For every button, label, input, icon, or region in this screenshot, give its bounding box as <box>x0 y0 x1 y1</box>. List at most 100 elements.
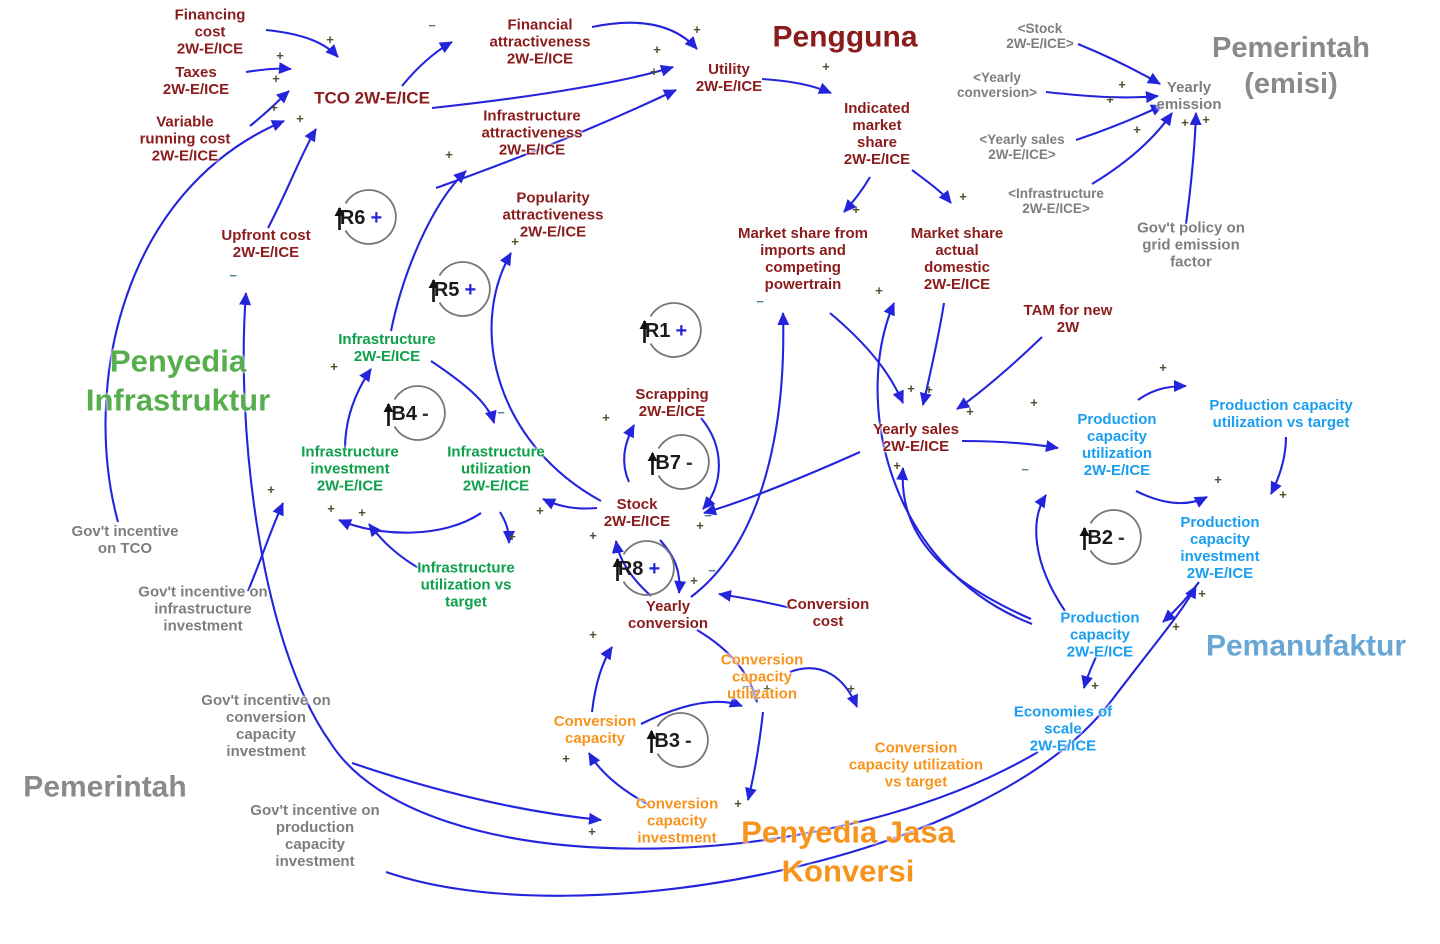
loop-marker-R8: R8+ <box>612 540 675 596</box>
polarity-sign-production-capacity-to-economies-of-scale: + <box>1091 678 1099 693</box>
polarity-sign-financing-cost-to-tco: + <box>326 32 334 47</box>
loop-label-R1: R1+ <box>645 320 687 342</box>
loop-marker-B7: B7- <box>647 434 710 490</box>
edge-indicated-market-share-to-market-share-imports <box>843 176 871 213</box>
edge-conversion-capacity-to-conversion-capacity-utilization <box>640 696 743 725</box>
edge-market-share-imports-to-yearly-sales <box>829 312 904 404</box>
edge-shadow-yearly-conversion-to-yearly-emission <box>1045 90 1159 104</box>
edge-infrastructure-investment-to-infrastructure <box>343 368 372 450</box>
polarity-sign-shadow-yearly-conversion-to-yearly-emission: + <box>1106 92 1114 107</box>
polarity-sign-production-capacity-utilization-to-production-capacity-investment: + <box>1214 472 1222 487</box>
edge-infrastructure-to-infrastructure-utilization <box>430 360 497 424</box>
polarity-sign-govt-incentive-production-to-production-capacity-investment: + <box>1198 586 1206 601</box>
edge-conversion-capacity-utilization-to-conversion-capacity-utilization-vs-target <box>789 667 858 708</box>
loop-label-B3: B3- <box>654 730 691 752</box>
polarity-sign-financial-attractiveness-to-utility: + <box>693 22 701 37</box>
edge-govt-incentive-production-to-production-capacity-investment <box>385 585 1197 897</box>
edge-stock-to-popularity-attractiveness <box>490 252 602 502</box>
edge-market-share-domestic-to-yearly-sales <box>919 302 946 406</box>
edge-production-capacity-to-economies-of-scale <box>1081 656 1097 689</box>
edge-production-capacity-to-yearly-sales <box>896 467 1032 620</box>
polarity-sign-conversion-capacity-utilization-to-conversion-capacity-investment: + <box>734 796 742 811</box>
edge-production-capacity-utilization-to-production-capacity-investment <box>1135 490 1208 508</box>
edge-production-capacity-to-market-share-domestic <box>876 302 1033 625</box>
edge-production-capacity-to-production-capacity-utilization <box>1034 494 1066 612</box>
edge-economies-of-scale-to-upfront-cost <box>239 292 1039 850</box>
edge-yearly-sales-to-production-capacity-utilization <box>961 439 1059 452</box>
polarity-sign-conversion-cost-to-yearly-conversion: − <box>708 563 716 578</box>
polarity-sign-infrastructure-utilization-to-infrastructure-utilization-vs-target: + <box>508 529 516 544</box>
loop-label-B2: B2- <box>1087 527 1124 549</box>
loop-label-B4: B4- <box>391 403 428 425</box>
loop-marker-B2: B2- <box>1079 509 1142 565</box>
edge-variable-running-cost-to-tco <box>249 90 290 127</box>
loop-marker-B4: B4- <box>383 385 446 441</box>
loop-marker-B3: B3- <box>646 712 709 768</box>
edge-production-capacity-investment-to-production-capacity <box>1162 581 1200 623</box>
polarity-sign-govt-policy-grid-emission-to-yearly-emission: + <box>1202 112 1210 127</box>
polarity-sign-market-share-domestic-to-yearly-sales: + <box>925 382 933 397</box>
polarity-sign-yearly-sales-to-stock: + <box>696 518 704 533</box>
polarity-sign-shadow-yearly-sales-to-yearly-emission: + <box>1133 122 1141 137</box>
edge-tam-new-2w-to-yearly-sales <box>956 336 1043 410</box>
edge-production-capacity-utilization-vs-target-to-production-capacity-investment <box>1270 436 1288 495</box>
edge-conversion-capacity-investment-to-conversion-capacity <box>588 752 652 807</box>
polarity-sign-upfront-cost-to-tco: + <box>296 111 304 126</box>
polarity-sign-popularity-attractiveness-to-utility: + <box>650 64 658 79</box>
edge-stock-to-infrastructure-utilization <box>542 498 598 510</box>
polarity-sign-conversion-capacity-utilization-to-conversion-capacity-utilization-vs-target: + <box>847 681 855 696</box>
edge-indicated-market-share-to-market-share-domestic <box>911 169 952 204</box>
loop-marker-R1: R1+ <box>639 302 702 358</box>
polarity-sign-stock-to-infrastructure-utilization: + <box>536 503 544 518</box>
edge-financing-cost-to-tco <box>265 28 339 58</box>
polarity-sign-govt-incentive-conversion-to-conversion-capacity-investment: + <box>588 824 596 839</box>
edge-govt-incentive-conversion-to-conversion-capacity-investment <box>351 762 602 825</box>
polarity-sign-stock-to-scrapping: + <box>602 410 610 425</box>
loop-label-R5: R5+ <box>434 279 476 301</box>
edge-conversion-capacity-utilization-to-conversion-capacity-investment <box>745 711 765 801</box>
loop-marker-R6: R6+ <box>334 189 397 245</box>
polarity-sign-tam-new-2w-to-yearly-sales: + <box>966 404 974 419</box>
edge-yearly-sales-to-stock <box>703 451 861 516</box>
polarity-sign-scrapping-to-stock: − <box>704 508 712 523</box>
edge-utility-to-indicated-market-share <box>761 77 832 94</box>
polarity-sign-stock-to-yearly-conversion: + <box>690 573 698 588</box>
polarity-sign-yearly-conversion-to-market-share-imports: − <box>756 294 764 309</box>
edge-production-capacity-utilization-to-production-capacity-utilization-vs-target <box>1137 380 1187 401</box>
edge-conversion-cost-to-yearly-conversion <box>718 589 792 610</box>
polarity-sign-production-capacity-to-yearly-sales: + <box>893 458 901 473</box>
edge-taxes-to-tco <box>245 62 292 75</box>
loop-label-B7: B7- <box>655 452 692 474</box>
polarity-sign-production-capacity-to-production-capacity-utilization: − <box>1021 462 1029 477</box>
polarity-sign-infrastructure-utilization-to-infrastructure-investment: + <box>327 501 335 516</box>
edge-infrastructure-utilization-to-infrastructure-investment <box>338 512 482 534</box>
edge-infrastructure-utilization-vs-target-to-infrastructure-investment <box>368 523 425 572</box>
polarity-sign-indicated-market-share-to-market-share-domestic: + <box>959 189 967 204</box>
polarity-sign-production-capacity-utilization-vs-target-to-production-capacity-investment: + <box>1279 487 1287 502</box>
polarity-sign-infrastructure-to-infrastructure-attractiveness: + <box>445 147 453 162</box>
polarity-sign-stock-to-popularity-attractiveness: + <box>511 234 519 249</box>
polarity-sign-conversion-capacity-investment-to-conversion-capacity: + <box>562 751 570 766</box>
polarity-sign-shadow-stock-to-yearly-emission: + <box>1118 77 1126 92</box>
polarity-sign-taxes-to-tco: + <box>276 48 284 63</box>
polarity-sign-utility-to-indicated-market-share: + <box>822 59 830 74</box>
edge-govt-incentive-tco-to-tco <box>104 120 285 523</box>
edge-financial-attractiveness-to-utility <box>591 21 698 50</box>
edge-yearly-conversion-to-market-share-imports <box>690 312 790 598</box>
polarity-sign-infrastructure-to-infrastructure-utilization: − <box>497 405 505 420</box>
polarity-sign-variable-running-cost-to-tco: + <box>272 71 280 86</box>
edge-popularity-attractiveness-to-utility <box>435 89 677 189</box>
polarity-sign-market-share-imports-to-yearly-sales: + <box>907 381 915 396</box>
edge-govt-incentive-infrastructure-to-infrastructure-investment <box>247 502 284 592</box>
loop-label-R6: R6+ <box>340 207 382 229</box>
edge-shadow-infrastructure-to-yearly-emission <box>1091 112 1173 185</box>
polarity-sign-economies-of-scale-to-upfront-cost: − <box>229 268 237 283</box>
polarity-sign-conversion-capacity-to-conversion-capacity-utilization: − <box>742 679 750 694</box>
polarity-sign-shadow-infrastructure-to-yearly-emission: + <box>1181 115 1189 130</box>
polarity-sign-infrastructure-investment-to-infrastructure: + <box>330 359 338 374</box>
polarity-sign-tco-to-financial-attractiveness: − <box>428 18 436 33</box>
polarity-sign-yearly-conversion-to-conversion-capacity-utilization: + <box>763 681 771 696</box>
edge-infrastructure-to-infrastructure-attractiveness <box>389 170 467 332</box>
edge-yearly-conversion-to-stock <box>611 540 652 597</box>
